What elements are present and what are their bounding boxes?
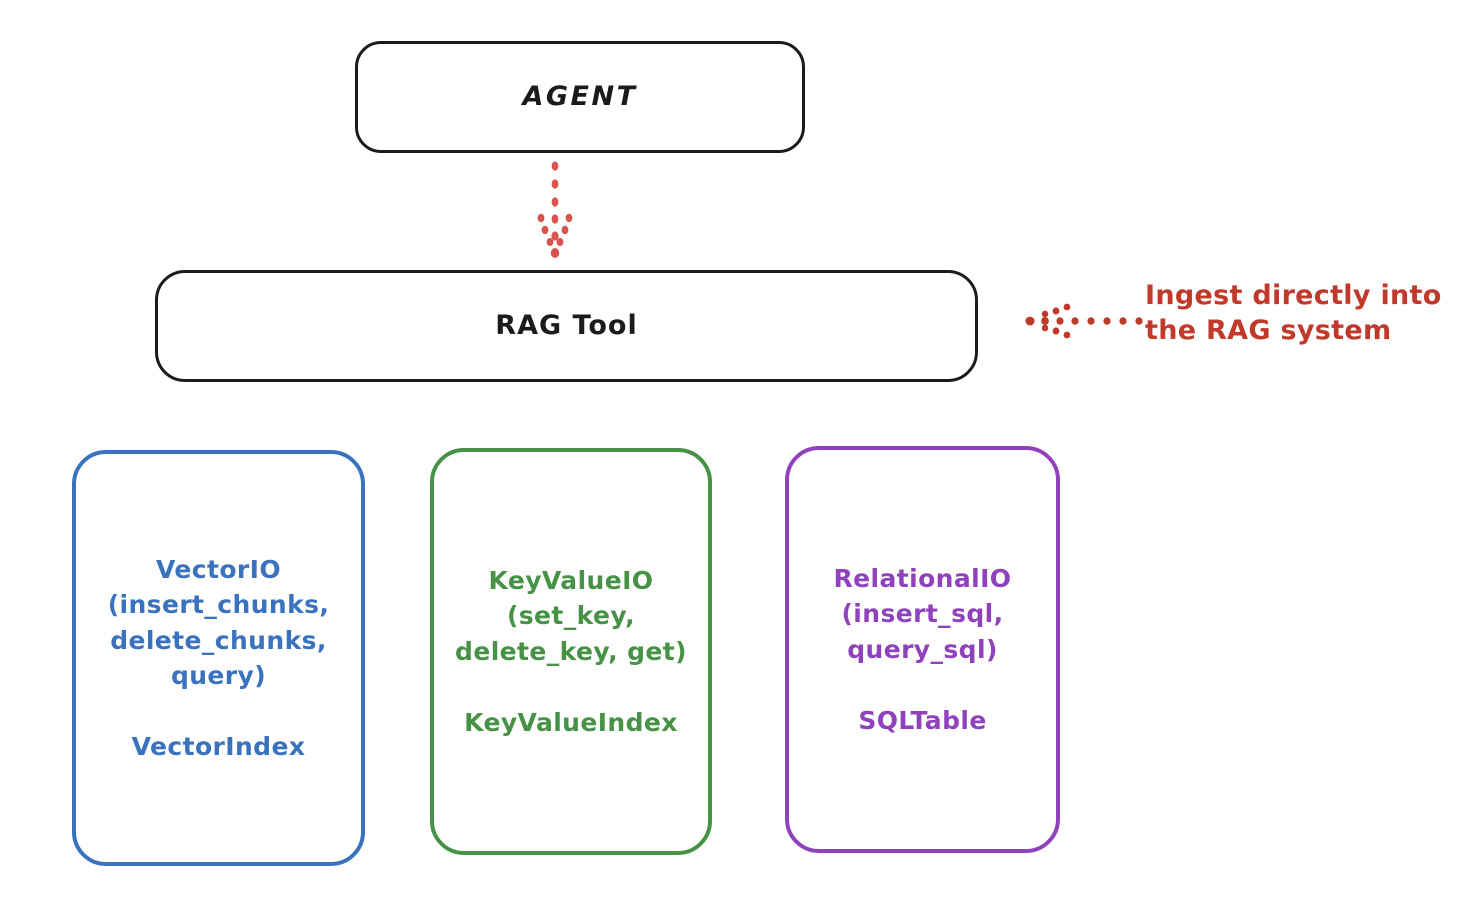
- connector-agent-to-rag-tool: [505, 160, 605, 270]
- node-keyvalueio[interactable]: KeyValueIO (set_key, delete_key, get) Ke…: [430, 448, 712, 855]
- connector-ingest-to-rag-tool: [1020, 298, 1145, 344]
- node-keyvalueio-label: KeyValueIO (set_key, delete_key, get) Ke…: [455, 565, 687, 737]
- node-relationalio-label: RelationalIO (insert_sql, query_sql) SQL…: [833, 563, 1012, 735]
- node-agent[interactable]: AGENT: [355, 41, 805, 153]
- node-vectorio-label: VectorIO (insert_chunks, delete_chunks, …: [107, 554, 330, 762]
- annotation-ingest-label: Ingest directly into the RAG system: [1145, 280, 1442, 347]
- node-relationalio[interactable]: RelationalIO (insert_sql, query_sql) SQL…: [785, 446, 1060, 853]
- node-vectorio[interactable]: VectorIO (insert_chunks, delete_chunks, …: [72, 450, 365, 866]
- annotation-ingest: Ingest directly into the RAG system: [1145, 278, 1475, 348]
- node-rag-tool-label: RAG Tool: [495, 310, 638, 342]
- node-agent-label: AGENT: [522, 81, 638, 113]
- node-rag-tool[interactable]: RAG Tool: [155, 270, 978, 382]
